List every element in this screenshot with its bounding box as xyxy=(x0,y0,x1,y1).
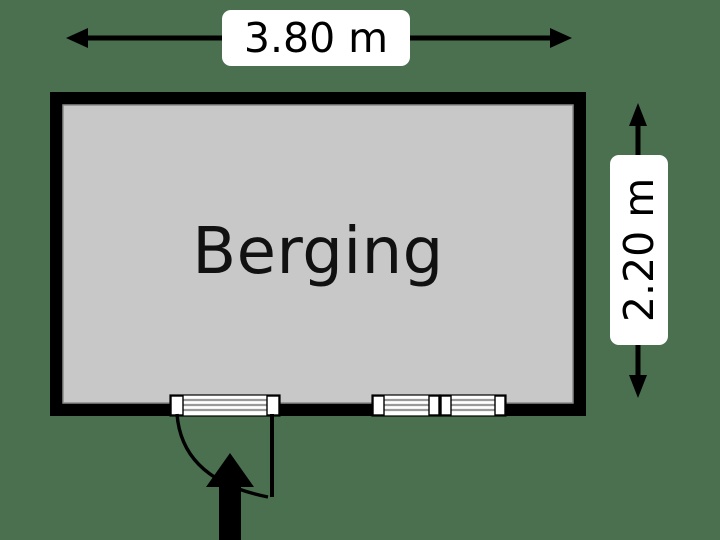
window-2-jamb-right xyxy=(494,395,506,416)
right-dimension-top-arrowhead xyxy=(629,103,647,126)
top-dimension-label: 3.80 m xyxy=(222,10,410,66)
door-jamb-right xyxy=(266,395,280,416)
door-swing-arc xyxy=(175,413,269,499)
window-2-jamb-left xyxy=(440,395,452,416)
entry-door-opening[interactable] xyxy=(169,394,281,417)
door-swing xyxy=(175,413,274,499)
top-dimension-right-arrowhead xyxy=(550,28,572,48)
room-name-label: Berging xyxy=(192,215,444,289)
window-1-jamb-right xyxy=(428,395,440,416)
room-walls xyxy=(50,92,586,416)
top-dimension-left-arrowhead xyxy=(66,28,88,48)
window-1[interactable] xyxy=(371,394,441,417)
top-dimension-value: 3.80 m xyxy=(243,14,389,62)
window-2[interactable] xyxy=(439,394,507,417)
right-dimension-value: 2.20 m xyxy=(615,177,664,323)
entrance-arrow-shape xyxy=(206,453,254,540)
right-dimension-bottom-arrowhead xyxy=(629,375,647,398)
right-dimension-label: 2.20 m xyxy=(610,155,668,345)
room-floor-fill xyxy=(62,104,574,404)
window-openings[interactable] xyxy=(371,394,507,417)
window-1-jamb-left xyxy=(372,395,385,416)
entrance-direction-arrow xyxy=(206,453,254,540)
door-jamb-left xyxy=(170,395,184,416)
